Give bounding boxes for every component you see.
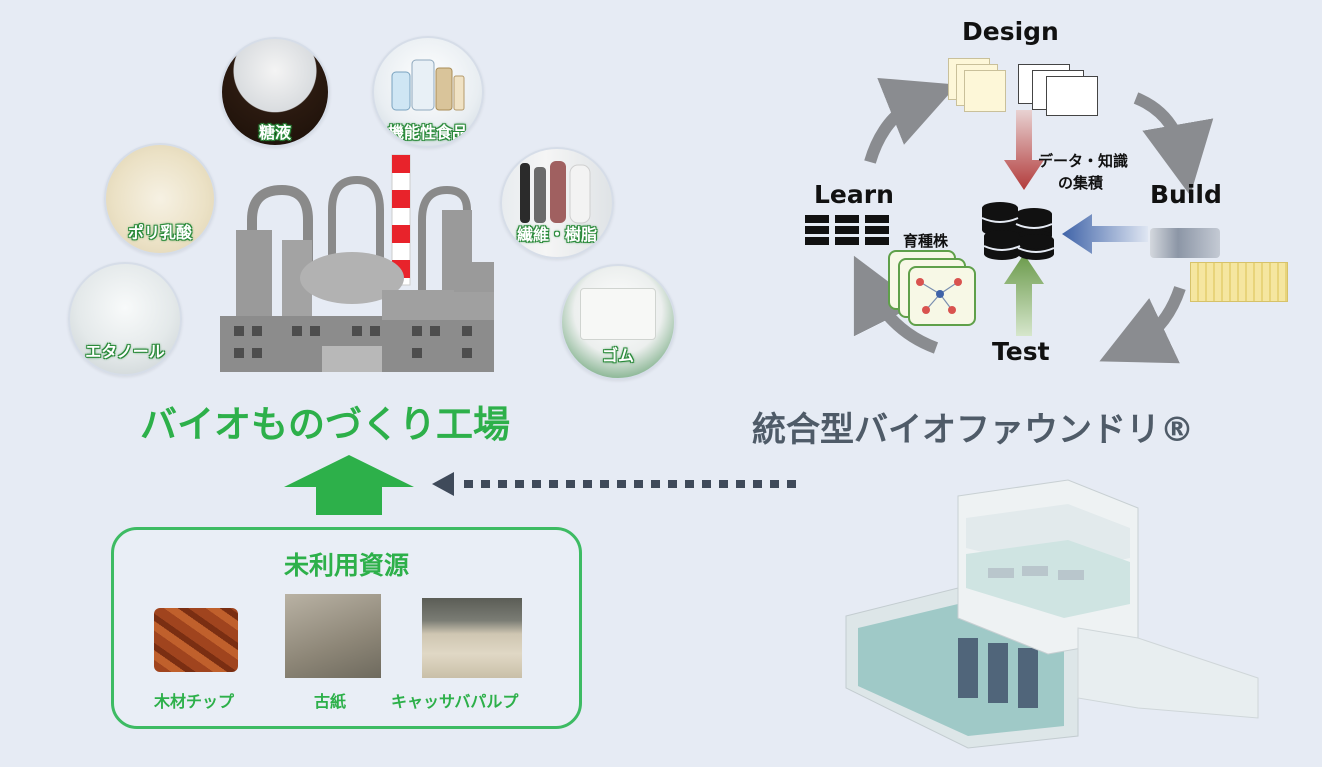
unused-resources-title: 未利用資源	[283, 551, 409, 580]
functional-food-label: 機能性食品	[387, 123, 469, 142]
cassava-pulp-label: キャッサバパルプ	[391, 692, 519, 711]
plate-array-image	[1190, 262, 1288, 302]
wood-chip-label: 木材チップ	[154, 692, 235, 711]
wood-chip-image	[154, 608, 238, 672]
network-graph-icon	[916, 278, 962, 314]
bottles-icon	[391, 59, 465, 111]
up-arrow-icon	[284, 455, 414, 515]
functional-food-circle: 機能性食品	[372, 36, 484, 148]
sugar-liquid-label: 糖液	[258, 123, 292, 142]
data-knowledge-label-1: データ・知識	[1038, 152, 1129, 170]
polylactic-acid-label: ポリ乳酸	[127, 223, 193, 242]
unused-resources-box: 未利用資源 木材チップ 古紙 キャッサバパルプ	[111, 527, 582, 729]
sugar-liquid-circle: 糖液	[220, 37, 330, 147]
factory-title: バイオものづくり工場	[140, 403, 510, 446]
dbtl-cycle-arrows	[853, 77, 1214, 364]
down-arrow-red-icon	[1004, 110, 1044, 190]
fiber-rolls-icon	[520, 161, 591, 224]
data-knowledge-label-2: の集積	[1058, 174, 1104, 192]
learn-label: Learn	[814, 180, 894, 209]
up-arrow-green-icon	[1004, 254, 1044, 336]
foundry-title: 統合型バイオファウンドリ®	[752, 410, 1194, 450]
waste-paper-image	[285, 594, 381, 678]
rubber-label: ゴム	[601, 346, 635, 365]
rubber-block	[580, 288, 656, 340]
fiber-resin-label: 繊維・樹脂	[516, 225, 598, 244]
test-label: Test	[992, 337, 1050, 366]
server-rack-icon	[805, 215, 889, 245]
rubber-circle: ゴム	[560, 264, 676, 380]
dotted-arrow-icon	[432, 472, 802, 496]
left-arrow-blue-icon	[1062, 214, 1148, 254]
cassava-pulp-image	[422, 598, 522, 678]
database-icon	[981, 202, 1055, 260]
design-label: Design	[962, 17, 1059, 46]
design-network-cards	[948, 58, 1006, 112]
polylactic-acid-circle: ポリ乳酸	[104, 143, 216, 255]
waste-paper-label: 古紙	[314, 692, 347, 711]
breeding-strain-cards	[888, 250, 978, 326]
ethanol-circle: エタノール	[68, 262, 182, 376]
build-label: Build	[1150, 180, 1222, 209]
design-document-cards	[1018, 64, 1100, 116]
foundry-building-image	[845, 479, 1259, 749]
breeding-strain-label: 育種株	[903, 232, 949, 250]
factory-icon	[220, 154, 494, 372]
ethanol-label: エタノール	[85, 342, 165, 361]
robot-arm-image	[1150, 228, 1220, 258]
fiber-resin-circle: 繊維・樹脂	[500, 147, 614, 259]
